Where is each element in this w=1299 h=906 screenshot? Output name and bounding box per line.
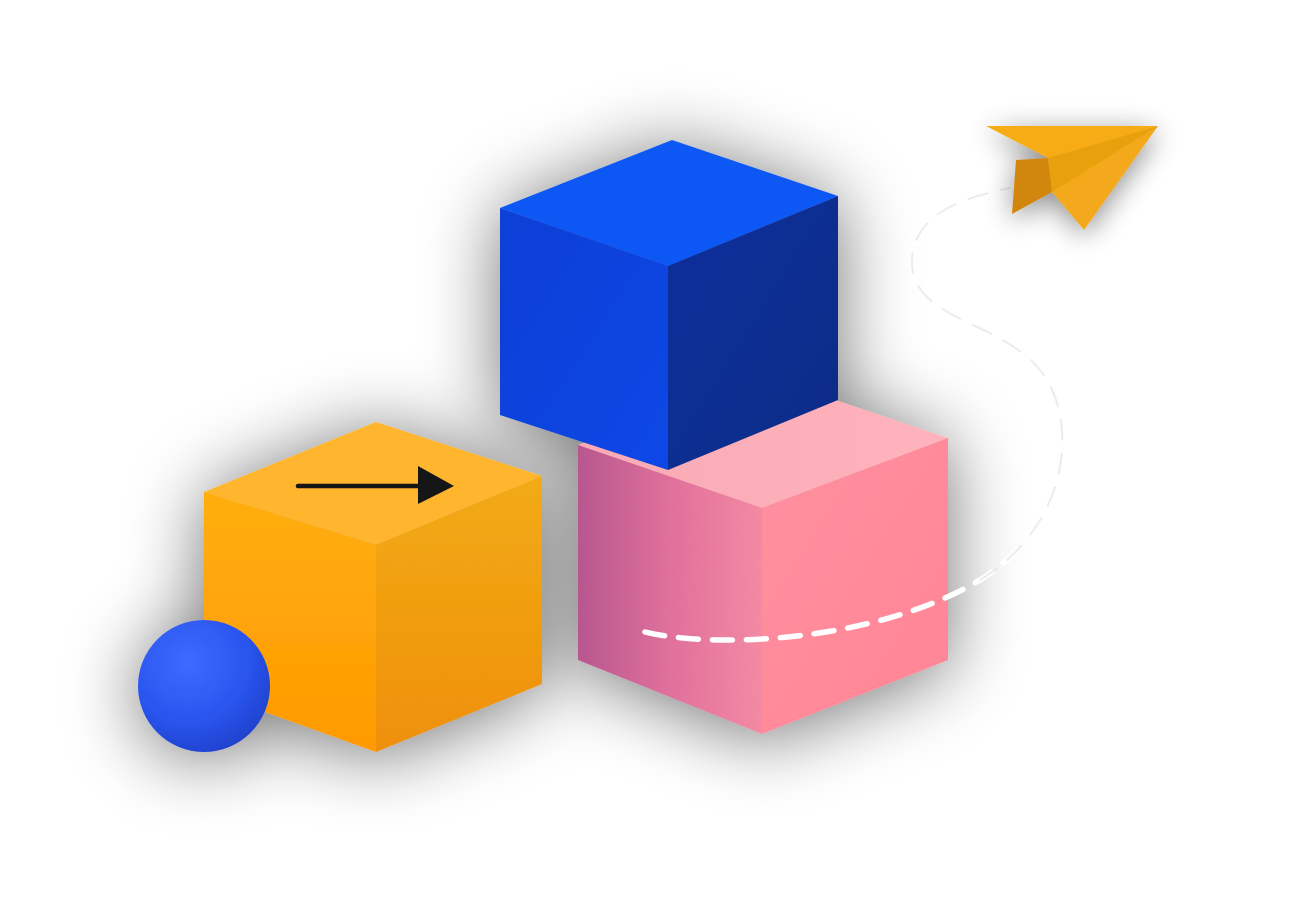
orange-cube-top-face [204, 422, 542, 545]
arrow-right-icon [295, 466, 454, 504]
blue-sphere [138, 620, 270, 752]
orange-cube-right-grain [376, 476, 542, 752]
pink-cube [578, 378, 948, 734]
blue-cube [500, 140, 838, 470]
dashed-flight-path-faint [910, 187, 1064, 581]
cube-cluster [138, 140, 948, 752]
blue-cube-front-face [500, 208, 668, 470]
pink-cube-top-face [578, 378, 948, 508]
pink-cube-left-grain [578, 445, 762, 734]
blue-cube-right-face [668, 196, 838, 470]
paper-plane-icon [986, 126, 1158, 230]
pink-cube-right-face [762, 438, 948, 734]
blue-cube-top-face [500, 140, 838, 266]
